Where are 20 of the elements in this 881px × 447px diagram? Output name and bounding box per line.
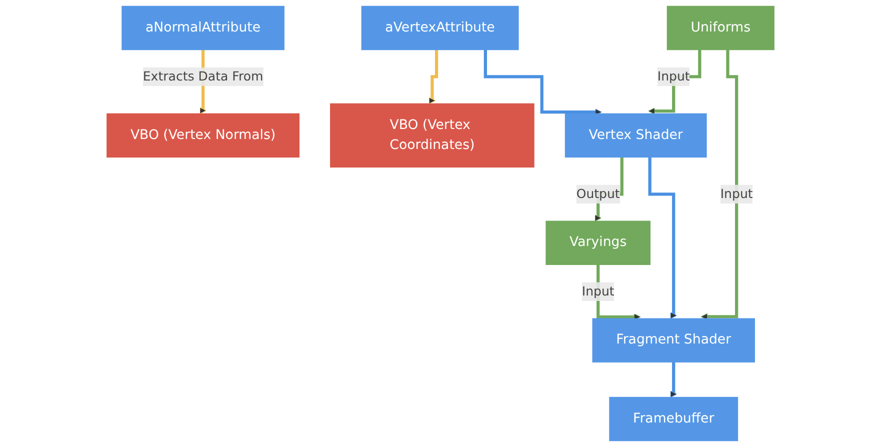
node-box: VBO (Vertex Normals) — [106, 113, 300, 158]
edge-label: Output — [576, 186, 620, 202]
arrow — [428, 50, 438, 104]
node-box: aVertexAttribute — [361, 6, 519, 50]
arrow — [670, 362, 678, 398]
node-box: Varyings — [546, 220, 651, 265]
node-box: VBO (Vertex Coordinates) — [330, 103, 534, 168]
node-box: Fragment Shader — [592, 318, 755, 362]
arrow — [648, 157, 678, 319]
arrow — [700, 50, 738, 320]
arrow — [648, 50, 702, 115]
node-box: Framebuffer — [609, 396, 738, 442]
edge-label: Input — [720, 186, 753, 202]
node-box: aNormalAttribute — [122, 6, 284, 50]
node-box: Vertex Shader — [564, 113, 707, 158]
edge-label: Input — [582, 284, 614, 299]
edge-label: Extracts Data From — [142, 68, 264, 84]
edge-label: Input — [657, 68, 690, 84]
arrow — [484, 50, 602, 116]
node-box: Uniforms — [666, 6, 774, 50]
